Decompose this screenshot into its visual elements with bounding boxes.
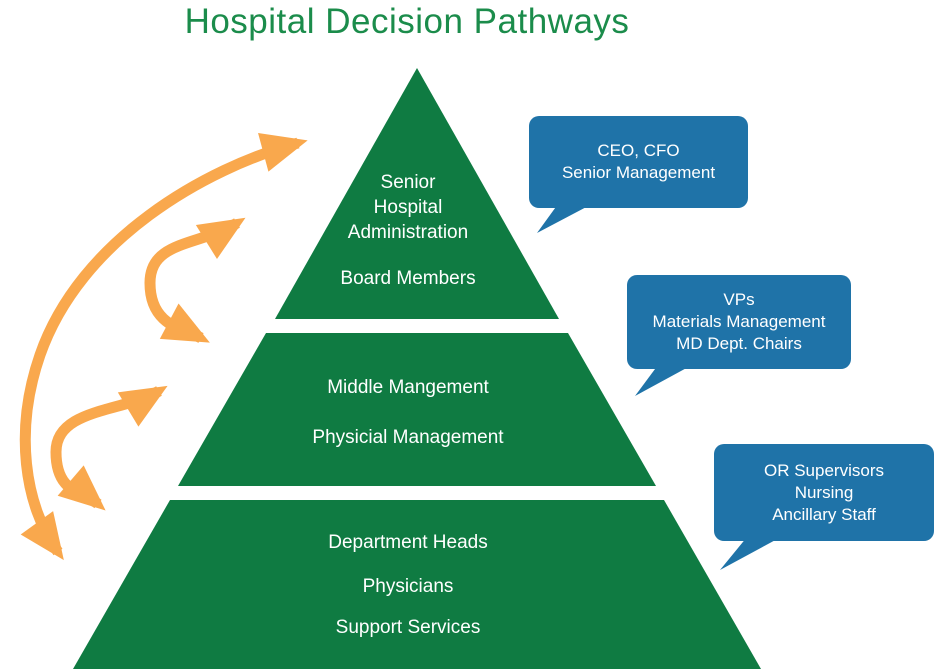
curved-arrow-top-bottom-icon	[19, 133, 308, 561]
tier-bottom-label-2: Physicians	[362, 576, 454, 597]
callout-middle: VPs Materials Management MD Dept. Chairs	[627, 275, 851, 369]
callout-middle-tail	[635, 365, 692, 396]
callout-top-line-1: CEO, CFO	[597, 141, 680, 160]
callout-bottom-tail	[720, 537, 781, 570]
curved-arrow-tier1-tier2-icon	[144, 217, 246, 343]
callout-bottom-line-1: OR Supervisors	[764, 460, 884, 480]
callout-top-tail	[537, 204, 592, 233]
callout-top-line-2: Senior Management	[561, 163, 716, 182]
pyramid-tier-top-shape	[275, 68, 559, 319]
page-title: Hospital Decision Pathways	[184, 2, 630, 41]
callout-top: CEO, CFO Senior Management	[529, 116, 748, 208]
tier-middle-label-1: Middle Mangement	[327, 377, 489, 398]
callout-bottom-line-2: Nursing	[794, 482, 854, 502]
tier-bottom-label-1: Department Heads	[328, 532, 488, 553]
tier-top-label-board: Board Members	[340, 268, 476, 289]
callout-middle-line-2: Materials Management	[652, 312, 826, 331]
callout-middle-line-3: MD Dept. Chairs	[676, 334, 802, 353]
tier-bottom-label-3: Support Services	[335, 617, 481, 638]
tier-top-label: Senior Hospital Administration	[347, 172, 469, 243]
curved-arrow-tier2-tier3-icon	[50, 385, 168, 511]
callout-middle-line-1: VPs	[723, 290, 755, 309]
pyramid-tier-middle-shape	[178, 333, 656, 486]
callout-bottom: OR Supervisors Nursing Ancillary Staff	[714, 444, 934, 541]
callout-bottom-line-3: Ancillary Staff	[772, 504, 876, 524]
tier-middle-label-2: Physicial Management	[312, 427, 504, 448]
